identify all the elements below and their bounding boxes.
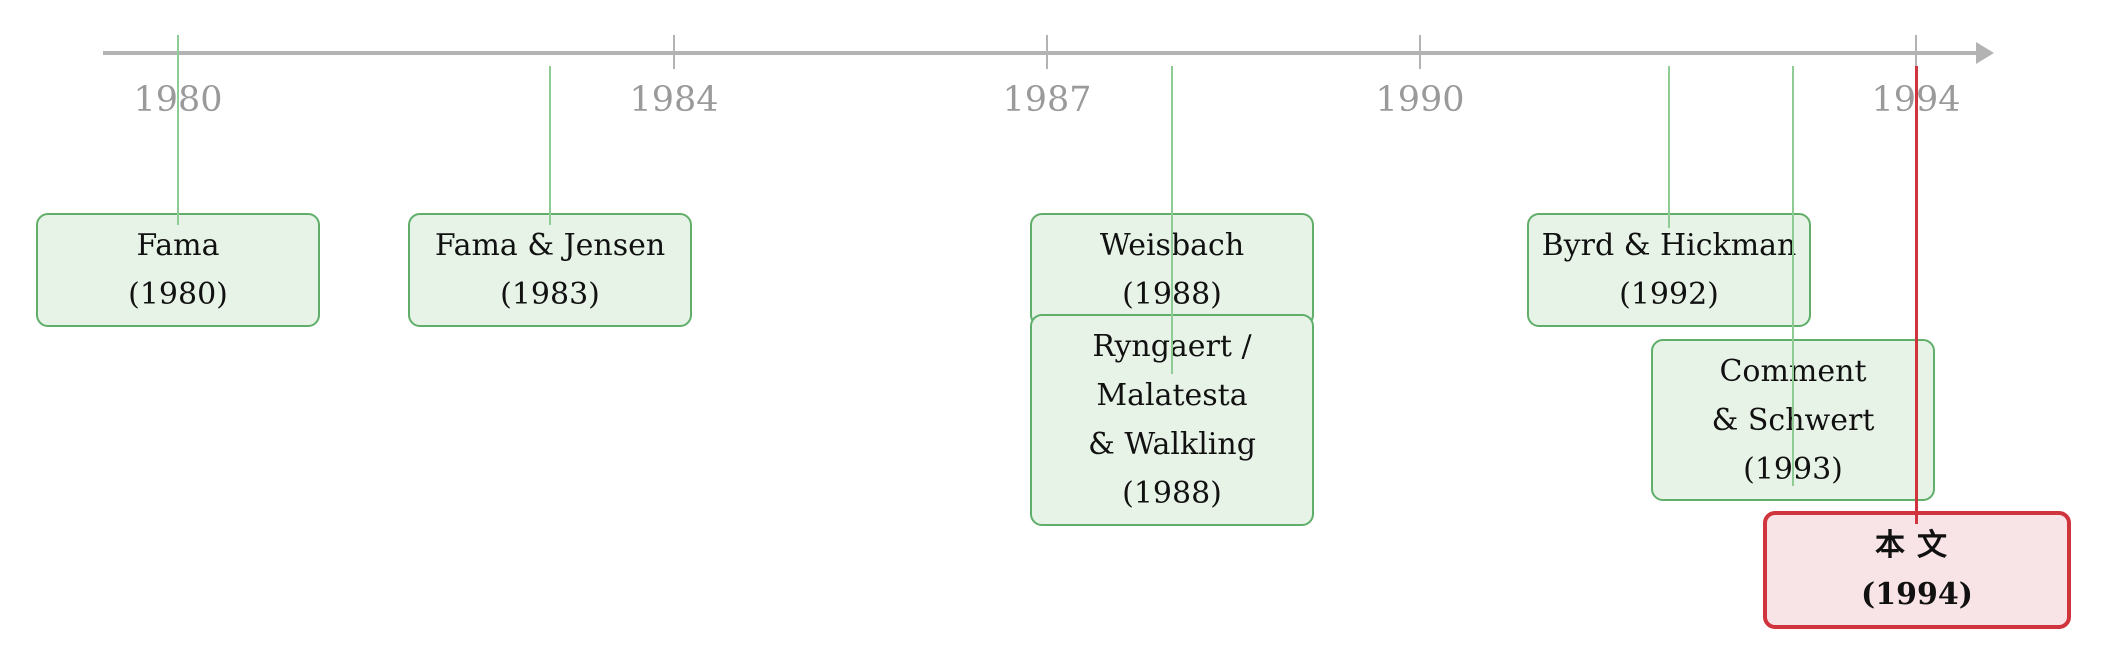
- axis-arrowhead: [1976, 42, 1994, 64]
- current-connector-line: [1915, 66, 1918, 524]
- event-year: (1983): [500, 277, 600, 312]
- connector-line: [177, 35, 179, 225]
- event-year: (1992): [1619, 277, 1719, 312]
- event-name-line: & Walkling: [1088, 427, 1256, 462]
- event-name: Byrd & Hickman: [1541, 228, 1797, 263]
- event-box: Byrd & Hickman (1992): [1527, 213, 1811, 327]
- current-paper-name: 本文: [1875, 528, 1959, 563]
- tick-1994: [1915, 35, 1917, 69]
- year-label: 1987: [1002, 80, 1092, 120]
- event-box: Fama & Jensen (1983): [408, 213, 692, 327]
- tick-1984: [673, 35, 675, 69]
- connector-line: [1792, 66, 1794, 486]
- year-label: 1984: [629, 80, 719, 120]
- tick-1987: [1046, 35, 1048, 69]
- tick-1990: [1419, 35, 1421, 69]
- current-paper-year: (1994): [1861, 577, 1973, 612]
- event-name-line: Malatesta: [1096, 378, 1248, 413]
- event-name: Fama & Jensen: [434, 228, 666, 263]
- connector-line: [1668, 66, 1670, 228]
- event-year: (1980): [128, 277, 228, 312]
- connector-line: [549, 66, 551, 225]
- event-year: (1988): [1122, 476, 1222, 511]
- timeline-axis: [103, 51, 1983, 55]
- event-box: Fama (1980): [36, 213, 320, 327]
- event-name: Fama: [136, 228, 220, 263]
- year-label: 1990: [1375, 80, 1465, 120]
- current-paper-box: 本文 (1994): [1763, 511, 2071, 629]
- connector-line: [1171, 66, 1173, 374]
